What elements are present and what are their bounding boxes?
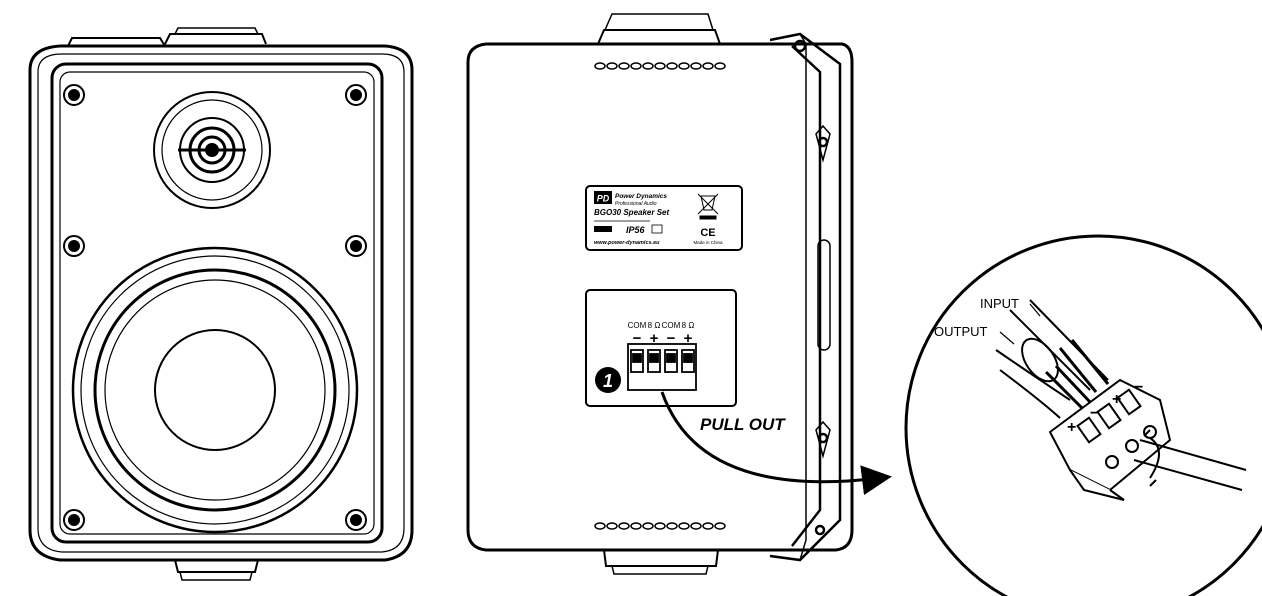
step-number-badge	[595, 367, 621, 393]
woofer-icon	[71, 246, 359, 534]
detail-callout: + − + − INPUT OUTPUT	[904, 234, 1262, 596]
connector-polarity-2: −	[1090, 405, 1099, 422]
brand-tagline: Professional Audio	[615, 201, 657, 207]
brand-logo-text: PD	[597, 194, 610, 204]
ce-mark: CE	[700, 227, 715, 239]
polarity-4: +	[684, 330, 693, 347]
wall-bracket-icon	[769, 32, 842, 562]
polarity-3: −	[667, 330, 676, 347]
model-name: BGO30 Speaker Set	[594, 208, 669, 217]
polarity-2: +	[650, 330, 659, 347]
pull-out-label: PULL OUT	[700, 415, 786, 434]
brand-name: Power Dynamics	[615, 193, 667, 200]
input-label: INPUT	[980, 296, 1019, 311]
polarity-1: −	[633, 330, 642, 347]
screw-icon	[63, 84, 367, 531]
connector-polarity-4: −	[1134, 379, 1143, 396]
terminal-panel	[585, 289, 737, 407]
screwdriver-icon	[1133, 429, 1247, 491]
terminal-connector-icon	[627, 343, 697, 391]
output-label: OUTPUT	[934, 324, 988, 339]
label-plate	[585, 185, 743, 251]
speaker-back-view	[466, 13, 854, 575]
speaker-front-view	[28, 27, 414, 581]
front-baffle	[50, 62, 384, 544]
vent-row-bottom	[594, 522, 726, 530]
vent-row-top	[594, 62, 726, 70]
terminal-label-3: COM	[662, 321, 681, 330]
connector-polarity-3: +	[1112, 391, 1121, 408]
label-plate-content: PD Power Dynamics Professional Audio BGO…	[594, 191, 723, 246]
pull-out-arrow	[660, 391, 892, 496]
ip-rating: IP56	[626, 225, 646, 235]
connector-polarity-1: +	[1067, 419, 1076, 436]
terminal-label-2: 8 Ω	[648, 321, 661, 330]
step-number: 1	[603, 371, 613, 391]
weee-bin-icon	[697, 193, 719, 220]
brand-logo	[594, 191, 612, 204]
tweeter-icon	[153, 91, 271, 209]
website: www.power-dynamics.eu	[594, 240, 660, 246]
made-in: Made in China	[693, 240, 723, 245]
terminal-label-4: 8 Ω	[682, 321, 695, 330]
terminal-block: COM 8 Ω COM 8 Ω − + − + 1 PULL OUT	[595, 321, 786, 434]
terminal-label-1: COM	[628, 321, 647, 330]
